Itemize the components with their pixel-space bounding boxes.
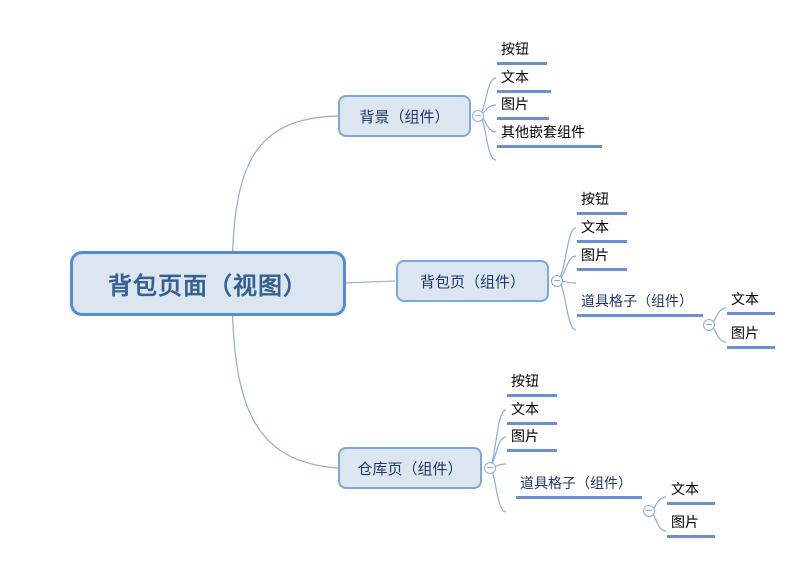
root-node-label: 背包页面（视图）: [108, 272, 308, 300]
leaf-node-wh-text[interactable]: 文本: [507, 401, 557, 425]
leaf-node-wh-grid-image[interactable]: 图片: [667, 514, 715, 538]
leaf-node-bg-button-label: 按钮: [501, 42, 529, 58]
leaf-node-bp-grid-image-label: 图片: [731, 326, 759, 342]
mid-node-bp-item-grid[interactable]: 道具格子（组件）: [577, 293, 703, 317]
leaf-node-wh-image[interactable]: 图片: [507, 428, 557, 452]
branch-node-backpack-page[interactable]: 背包页（组件）: [396, 260, 549, 302]
link-root-to-backpack-page: [344, 280, 396, 284]
mid-node-wh-item-grid[interactable]: 道具格子（组件）: [516, 475, 642, 499]
leaf-node-bg-button[interactable]: 按钮: [497, 41, 547, 65]
leaf-node-bp-grid-image[interactable]: 图片: [727, 325, 775, 349]
branch-node-background[interactable]: 背景（组件）: [338, 95, 471, 137]
leaf-node-bp-image[interactable]: 图片: [577, 247, 627, 271]
branch-node-background-label: 背景（组件）: [359, 107, 450, 126]
leaf-node-bp-button-label: 按钮: [581, 192, 609, 208]
leaf-node-wh-button[interactable]: 按钮: [507, 373, 557, 397]
link-bp-to-button: [556, 227, 577, 280]
mid-node-wh-item-grid-label: 道具格子（组件）: [520, 476, 632, 492]
leaf-node-bg-nested-label: 其他嵌套组件: [501, 125, 585, 141]
leaf-node-wh-image-label: 图片: [511, 429, 539, 445]
leaf-node-bg-text[interactable]: 文本: [497, 69, 551, 93]
leaf-node-bp-grid-text[interactable]: 文本: [727, 291, 775, 315]
leaf-node-bg-image[interactable]: 图片: [497, 96, 549, 120]
branch-node-warehouse-page-label: 仓库页（组件）: [357, 459, 463, 478]
leaf-node-bg-image-label: 图片: [501, 97, 529, 113]
link-wh-to-button: [488, 409, 507, 467]
leaf-node-wh-grid-image-label: 图片: [671, 515, 699, 531]
leaf-node-wh-grid-text[interactable]: 文本: [667, 481, 715, 505]
leaf-node-bp-text-label: 文本: [581, 220, 609, 236]
root-node[interactable]: 背包页面（视图）: [70, 251, 346, 316]
link-bg-to-nested: [478, 115, 497, 161]
collapse-minus-icon-background[interactable]: [472, 110, 484, 122]
leaf-node-bp-text[interactable]: 文本: [577, 219, 627, 243]
link-bp-to-grid: [556, 280, 577, 331]
leaf-node-wh-grid-text-label: 文本: [671, 482, 699, 498]
leaf-node-bg-nested[interactable]: 其他嵌套组件: [497, 124, 602, 148]
branch-node-warehouse-page[interactable]: 仓库页（组件）: [338, 447, 482, 489]
link-bg-to-button: [478, 77, 497, 115]
mid-node-bp-item-grid-label: 道具格子（组件）: [581, 294, 693, 310]
leaf-node-wh-button-label: 按钮: [511, 374, 539, 390]
collapse-minus-icon-warehouse-page[interactable]: [484, 462, 496, 474]
link-wh-to-grid: [488, 467, 507, 513]
collapse-minus-icon-backpack-page[interactable]: [551, 275, 563, 287]
leaf-node-bg-text-label: 文本: [501, 70, 529, 86]
collapse-minus-icon-wh-item-grid[interactable]: [643, 505, 655, 517]
leaf-node-bp-grid-text-label: 文本: [731, 292, 759, 308]
leaf-node-wh-text-label: 文本: [511, 402, 539, 418]
leaf-node-bp-image-label: 图片: [581, 248, 609, 264]
leaf-node-bp-button[interactable]: 按钮: [577, 191, 627, 215]
collapse-minus-icon-bp-item-grid[interactable]: [703, 319, 715, 331]
branch-node-backpack-page-label: 背包页（组件）: [419, 272, 525, 291]
